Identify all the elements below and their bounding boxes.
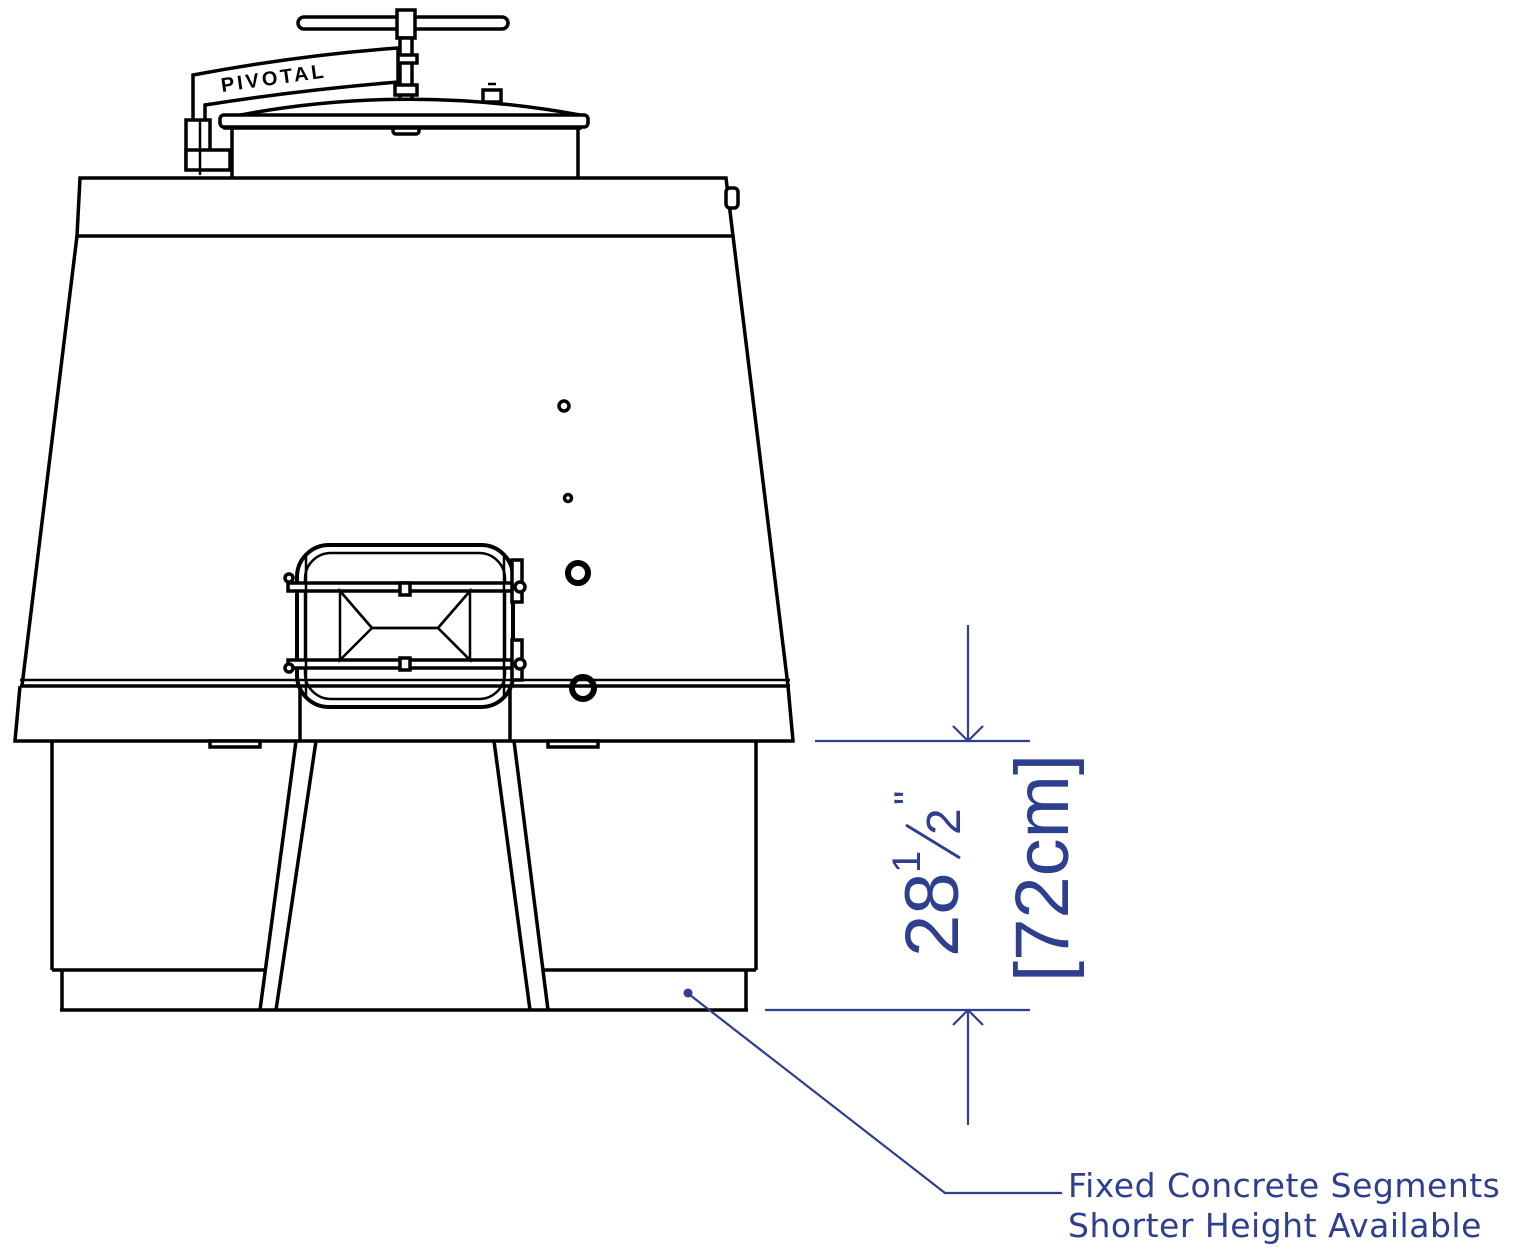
handwheel-hub bbox=[395, 8, 417, 40]
concrete-base bbox=[50, 740, 758, 1012]
height-dimension: 28 1 2 " [72cm] bbox=[765, 625, 1085, 1125]
callout-line-1: Fixed Concrete Segments bbox=[1068, 1166, 1501, 1205]
top-band bbox=[75, 176, 735, 238]
lid-arm-assembly: PIVOTAL bbox=[184, 8, 590, 178]
dimension-whole: 28 bbox=[890, 872, 975, 957]
pivot-arm bbox=[191, 46, 400, 127]
dimension-metric: [72cm] bbox=[1000, 754, 1085, 982]
base-outer bbox=[50, 741, 758, 970]
manway-collar bbox=[230, 128, 580, 178]
bottom-band bbox=[13, 685, 795, 743]
callout-leader bbox=[689, 994, 1062, 1195]
manway-door bbox=[283, 543, 527, 741]
valve-port-icon bbox=[565, 560, 591, 586]
vent-nozzle bbox=[481, 88, 503, 104]
conical-shell bbox=[20, 235, 790, 687]
support-leg-right bbox=[492, 740, 550, 1011]
support-leg-left bbox=[258, 740, 318, 1011]
dimension-inch-mark: " bbox=[887, 791, 931, 805]
callout-line-2: Shorter Height Available bbox=[1068, 1206, 1482, 1245]
drain-port-icon bbox=[569, 674, 597, 702]
lid-rim bbox=[218, 113, 590, 129]
dimension-denominator: 2 bbox=[918, 808, 971, 835]
port-icon bbox=[562, 492, 574, 504]
tank-body bbox=[13, 176, 795, 749]
fraction-slash bbox=[905, 823, 961, 860]
dimension-numerator: 1 bbox=[885, 851, 929, 873]
callout-label: Fixed Concrete Segments Shorter Height A… bbox=[1068, 1166, 1500, 1246]
port-icon bbox=[557, 399, 571, 413]
